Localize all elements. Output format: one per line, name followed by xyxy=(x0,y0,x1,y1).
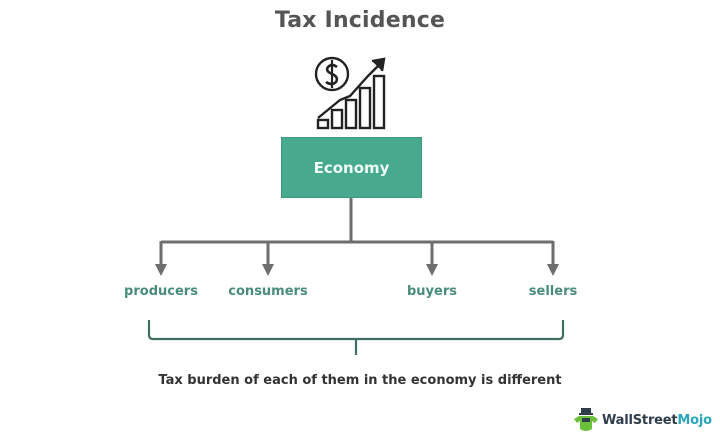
node-producers: producers xyxy=(124,284,198,299)
economy-label: Economy xyxy=(313,158,390,177)
logo-mark-icon xyxy=(574,408,598,431)
caption: Tax burden of each of them in the econom… xyxy=(158,373,562,388)
logo-text-mojo: Mojo xyxy=(677,412,712,428)
economy-box: Economy xyxy=(281,137,422,198)
diagram-title: Tax Incidence xyxy=(274,8,446,33)
node-consumers: consumers xyxy=(228,284,308,299)
money-growth-chart-icon xyxy=(314,56,386,130)
node-buyers: buyers xyxy=(406,284,458,299)
curly-bracket xyxy=(147,320,565,355)
logo-text-wallstreet: WallStreet xyxy=(602,412,678,428)
node-sellers: sellers xyxy=(528,284,578,299)
wallstreetmojo-logo: WallStreetMojo xyxy=(573,407,712,433)
